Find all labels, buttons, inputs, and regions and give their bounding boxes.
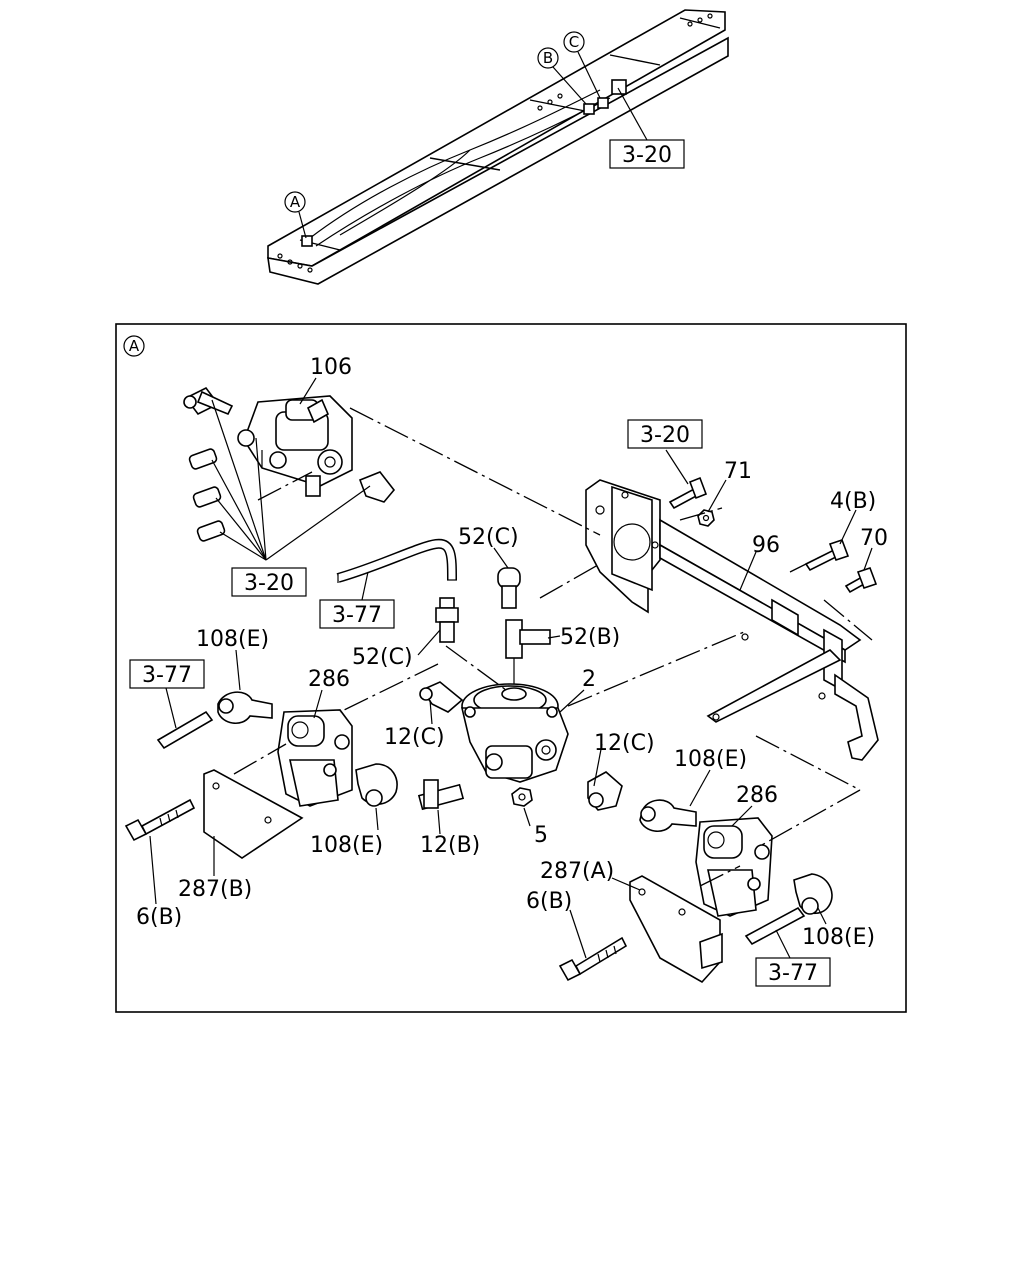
label-52c-top: 52(C): [458, 525, 519, 550]
svg-text:3-77: 3-77: [142, 663, 192, 688]
connector-52c-top: [497, 567, 521, 609]
label-96: 96: [752, 533, 780, 558]
label-286-left: 286: [308, 667, 350, 692]
label-6b-left: 6(B): [136, 905, 182, 930]
valve-286-left: [277, 709, 353, 807]
bracket-bolt: [668, 476, 708, 510]
bolt-4b: [804, 538, 850, 572]
label-70: 70: [860, 526, 888, 551]
elbow-108e-right-top: [639, 799, 697, 832]
ref-box-3-77-hose: 3-77: [319, 599, 395, 629]
elbow-12c-right: [587, 771, 623, 811]
label-2: 2: [582, 667, 596, 692]
ref-box-3-20-right: 3-20: [627, 419, 703, 449]
svg-text:3-77: 3-77: [332, 603, 382, 628]
elbow-108e-top-left: [217, 691, 273, 724]
assembly-chain-lines: [233, 407, 873, 887]
svg-text:3-20: 3-20: [640, 423, 690, 448]
ref-box-3-20-top: 3-20: [609, 87, 685, 169]
elbow-108e-bottom-left: [355, 763, 398, 807]
valve-106: [237, 395, 353, 497]
bracket-rail-96: [585, 479, 879, 761]
label-52c-mid: 52(C): [352, 645, 413, 670]
label-52b: 52(B): [560, 625, 620, 650]
svg-text:A: A: [129, 337, 140, 355]
elbow-12c-left: [419, 681, 464, 713]
callout-c: C: [563, 31, 601, 99]
part-labels: 106 71 4(B) 70 96 52(C) 52(C) 52(B) 108(…: [136, 355, 888, 950]
tee-12b: [417, 779, 465, 811]
callout-a-detail: A: [123, 335, 145, 357]
bracket-287b: [203, 769, 304, 859]
label-4b: 4(B): [830, 489, 876, 514]
tube-3-77-left: [156, 710, 214, 750]
bracket-287a: [629, 875, 723, 984]
chassis-frame: [267, 9, 729, 285]
label-108e-right-top: 108(E): [674, 747, 747, 772]
detail-a-frame: [115, 323, 907, 1013]
svg-text:C: C: [569, 33, 579, 51]
label-287b: 287(B): [178, 877, 252, 902]
svg-text:3-20: 3-20: [622, 143, 672, 168]
fittings-106: [183, 386, 396, 542]
label-6b-right: 6(B): [526, 889, 572, 914]
bolt-6b-right: [558, 936, 628, 982]
label-108e-bottom-left: 108(E): [310, 833, 383, 858]
connector-52c-mid: [435, 597, 459, 643]
label-286-right: 286: [736, 783, 778, 808]
callout-b: B: [537, 47, 587, 105]
svg-text:B: B: [543, 49, 553, 67]
svg-text:3-77: 3-77: [768, 961, 818, 986]
label-108e-bottom-right: 108(E): [802, 925, 875, 950]
svg-text:A: A: [290, 193, 301, 211]
label-71: 71: [724, 459, 752, 484]
label-leaders: [149, 377, 873, 959]
svg-text:3-20: 3-20: [244, 571, 294, 596]
label-12b: 12(B): [420, 833, 480, 858]
hose: [336, 538, 457, 583]
label-287a: 287(A): [540, 859, 614, 884]
nut-5: [511, 787, 533, 807]
label-12c-right: 12(C): [594, 731, 655, 756]
ref-box-3-20-left: 3-20: [231, 567, 307, 597]
tee-52b: [505, 619, 551, 690]
tube-3-77-right: [744, 906, 806, 946]
valve-286-right: [695, 817, 773, 917]
elbow-108e-right-bottom: [793, 873, 833, 915]
nut-71: [697, 509, 715, 527]
ref-box-3-77-left: 3-77: [129, 659, 205, 689]
label-12c-left: 12(C): [384, 725, 445, 750]
callout-a-top: A: [284, 191, 307, 239]
bolt-70: [844, 566, 878, 594]
label-108e-top-left: 108(E): [196, 627, 269, 652]
bolt-6b-left: [124, 798, 196, 842]
label-5: 5: [534, 823, 548, 848]
relay-valve-2: [460, 683, 569, 783]
label-106: 106: [310, 355, 352, 380]
ref-box-3-77-right: 3-77: [755, 957, 831, 987]
